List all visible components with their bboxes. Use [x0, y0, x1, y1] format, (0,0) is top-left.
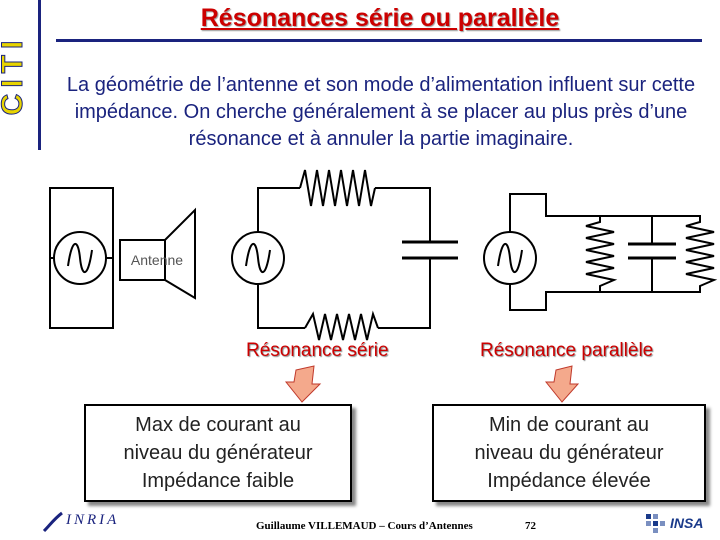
parallel-arrow-icon	[544, 365, 580, 403]
inria-logo-text: INRIA	[66, 512, 120, 528]
inria-logo-icon	[42, 511, 63, 533]
footer-author: Guillaume VILLEMAUD – Cours d’Antennes	[256, 520, 473, 532]
parallel-info-line: niveau du générateur	[474, 442, 664, 464]
antenna-circuit	[49, 187, 114, 329]
series-circuit	[231, 169, 458, 341]
series-info-line: niveau du générateur	[123, 442, 313, 464]
footer-page-number: 72	[525, 520, 536, 532]
parallel-resonance-label: Résonance parallèle	[480, 340, 654, 361]
intro-paragraph: La géométrie de l’antenne et son mode d’…	[66, 74, 696, 150]
citi-logo-text: CITI	[0, 35, 29, 116]
citi-logo: CITI	[0, 0, 44, 150]
parallel-info-box: Min de courant au niveau du générateur I…	[432, 404, 706, 502]
series-resonance-label: Résonance série	[246, 340, 389, 361]
title-underline-rule	[56, 39, 702, 42]
series-info-line: Impédance faible	[141, 470, 295, 492]
insa-logo-mark	[646, 514, 665, 533]
parallel-info-line: Min de courant au	[488, 414, 650, 436]
series-info-box: Max de courant au niveau du générateur I…	[84, 404, 352, 502]
horn-antenna-icon	[119, 207, 196, 300]
antenna-label: Antenne	[131, 252, 183, 268]
insa-logo-text: INSA	[670, 515, 704, 531]
series-arrow-icon	[284, 365, 322, 403]
parallel-info-line: Impédance élevée	[487, 470, 651, 492]
series-info-line: Max de courant au	[135, 414, 301, 436]
page-title: Résonances série ou parallèle	[200, 4, 560, 32]
parallel-circuit	[483, 193, 718, 311]
